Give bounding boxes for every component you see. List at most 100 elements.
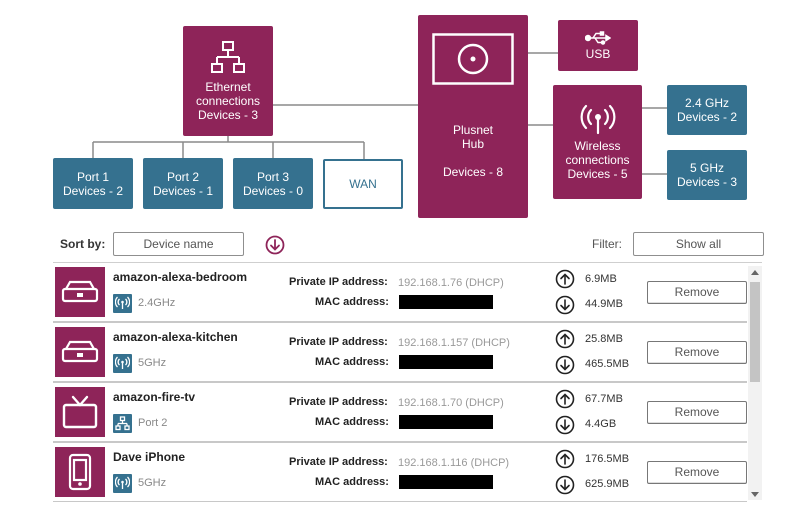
mac-redacted [399,415,493,429]
sort-filter-bar: Sort by: Device name Filter: Show all [0,230,794,258]
device-connection: 5GHz [113,353,166,373]
network-icon [211,41,245,73]
mac-redacted [399,355,493,369]
echo-device-icon [55,327,105,377]
phone-icon [55,447,105,497]
topology-lines [92,52,667,175]
device-row: amazon-alexa-kitchen 5GHz Private IP add… [53,323,747,383]
device-connection: Port 2 [113,413,167,433]
band-5ghz-box[interactable]: 5 GHz Devices - 3 [667,150,747,200]
port-3-box[interactable]: Port 3 Devices - 0 [233,158,313,209]
wireless-title-2: connections [565,153,630,167]
port-device-count: Devices - 0 [242,183,304,198]
scroll-down-arrow[interactable] [751,492,759,497]
mac-label: MAC address: [315,296,389,308]
remove-button[interactable]: Remove [647,341,747,364]
remove-button[interactable]: Remove [647,281,747,304]
remove-button[interactable]: Remove [647,461,747,484]
download-value: 44.9MB [585,298,623,310]
upload-value: 25.8MB [585,333,623,345]
upload-arrow-icon [555,389,575,409]
download-arrow-icon [555,355,575,375]
wifi-icon [113,473,132,493]
filter-label: Filter: [592,237,622,251]
ethernet-icon [113,413,132,433]
download-value: 465.5MB [585,358,630,370]
mac-label: MAC address: [315,356,389,368]
device-row: amazon-alexa-bedroom 2.4GHz Private IP a… [53,263,747,323]
scroll-up-arrow[interactable] [751,270,759,275]
port-2-box[interactable]: Port 2 Devices - 1 [143,158,223,209]
wifi-icon [113,353,132,373]
ethernet-title-1: Ethernet [205,80,251,94]
mac-label: MAC address: [315,476,389,488]
connection-label: 5GHz [138,477,167,489]
connection-label: 2.4GHz [138,297,176,309]
device-name: amazon-alexa-kitchen [113,330,238,344]
ip-value: 192.168.1.116 (DHCP) [398,457,510,469]
wifi-icon [113,293,132,313]
filter-select[interactable]: Show all [633,232,764,256]
port-device-count: Devices - 1 [152,183,214,198]
port-device-count: Devices - 2 [62,183,124,198]
device-list: amazon-alexa-bedroom 2.4GHz Private IP a… [53,262,762,502]
hub-device-icon [432,33,514,85]
ip-label: Private IP address: [289,396,388,408]
ip-value: 192.168.1.157 (DHCP) [398,337,510,349]
scroll-thumb[interactable] [750,282,760,382]
echo-device-icon [55,267,105,317]
upload-value: 67.7MB [585,393,623,405]
ethernet-connections-box[interactable]: Ethernet connections Devices - 3 [183,26,273,136]
ip-label: Private IP address: [289,276,388,288]
download-arrow-icon [555,415,575,435]
band-2-4ghz-box[interactable]: 2.4 GHz Devices - 2 [667,85,747,135]
wan-box[interactable]: WAN [323,159,403,209]
mac-label: MAC address: [315,416,389,428]
wifi-antenna-icon [580,104,615,135]
hub-title-2: Hub [461,137,484,151]
connection-label: 5GHz [138,357,167,369]
device-name: Dave iPhone [113,450,186,464]
sort-direction-icon[interactable] [265,235,285,255]
tv-icon [55,387,105,437]
download-arrow-icon [555,475,575,495]
usb-icon [585,30,611,45]
usb-box[interactable]: USB [558,20,638,71]
mac-redacted [399,295,493,309]
wireless-connections-box[interactable]: Wireless connections Devices - 5 [553,85,642,199]
upload-value: 6.9MB [585,273,617,285]
upload-arrow-icon [555,449,575,469]
network-topology: Ethernet connections Devices - 3 Port 1 … [0,0,794,228]
port-name: Port 3 [256,169,289,184]
device-connection: 2.4GHz [113,293,175,313]
band-name: 2.4 GHz [684,96,729,110]
band-device-count: Devices - 2 [676,110,738,124]
upload-arrow-icon [555,329,575,349]
connection-label: Port 2 [138,417,168,429]
download-arrow-icon [555,295,575,315]
device-connection: 5GHz [113,473,166,493]
hub-device-count: Devices - 8 [442,165,504,179]
device-row: amazon-fire-tv Port 2 Private IP address… [53,383,747,443]
port-name: Port 2 [166,169,199,184]
sort-label: Sort by: [60,237,106,251]
band-device-count: Devices - 3 [676,175,738,189]
hub-title-1: Plusnet [452,123,494,137]
band-name: 5 GHz [689,161,724,175]
device-name: amazon-fire-tv [113,390,196,404]
sort-select[interactable]: Device name [113,232,244,256]
usb-label: USB [585,46,611,61]
ip-value: 192.168.1.70 (DHCP) [398,397,504,409]
download-value: 625.9MB [585,478,630,490]
wireless-device-count: Devices - 5 [567,167,628,181]
ip-label: Private IP address: [289,456,388,468]
device-list-scrollbar[interactable] [748,266,762,500]
port-name: Port 1 [76,169,109,184]
plusnet-hub-box[interactable]: Plusnet Hub Devices - 8 [418,15,528,218]
upload-arrow-icon [555,269,575,289]
ip-value: 192.168.1.76 (DHCP) [398,277,504,289]
remove-button[interactable]: Remove [647,401,747,424]
ethernet-device-count: Devices - 3 [197,108,259,122]
port-1-box[interactable]: Port 1 Devices - 2 [53,158,133,209]
mac-redacted [399,475,493,489]
